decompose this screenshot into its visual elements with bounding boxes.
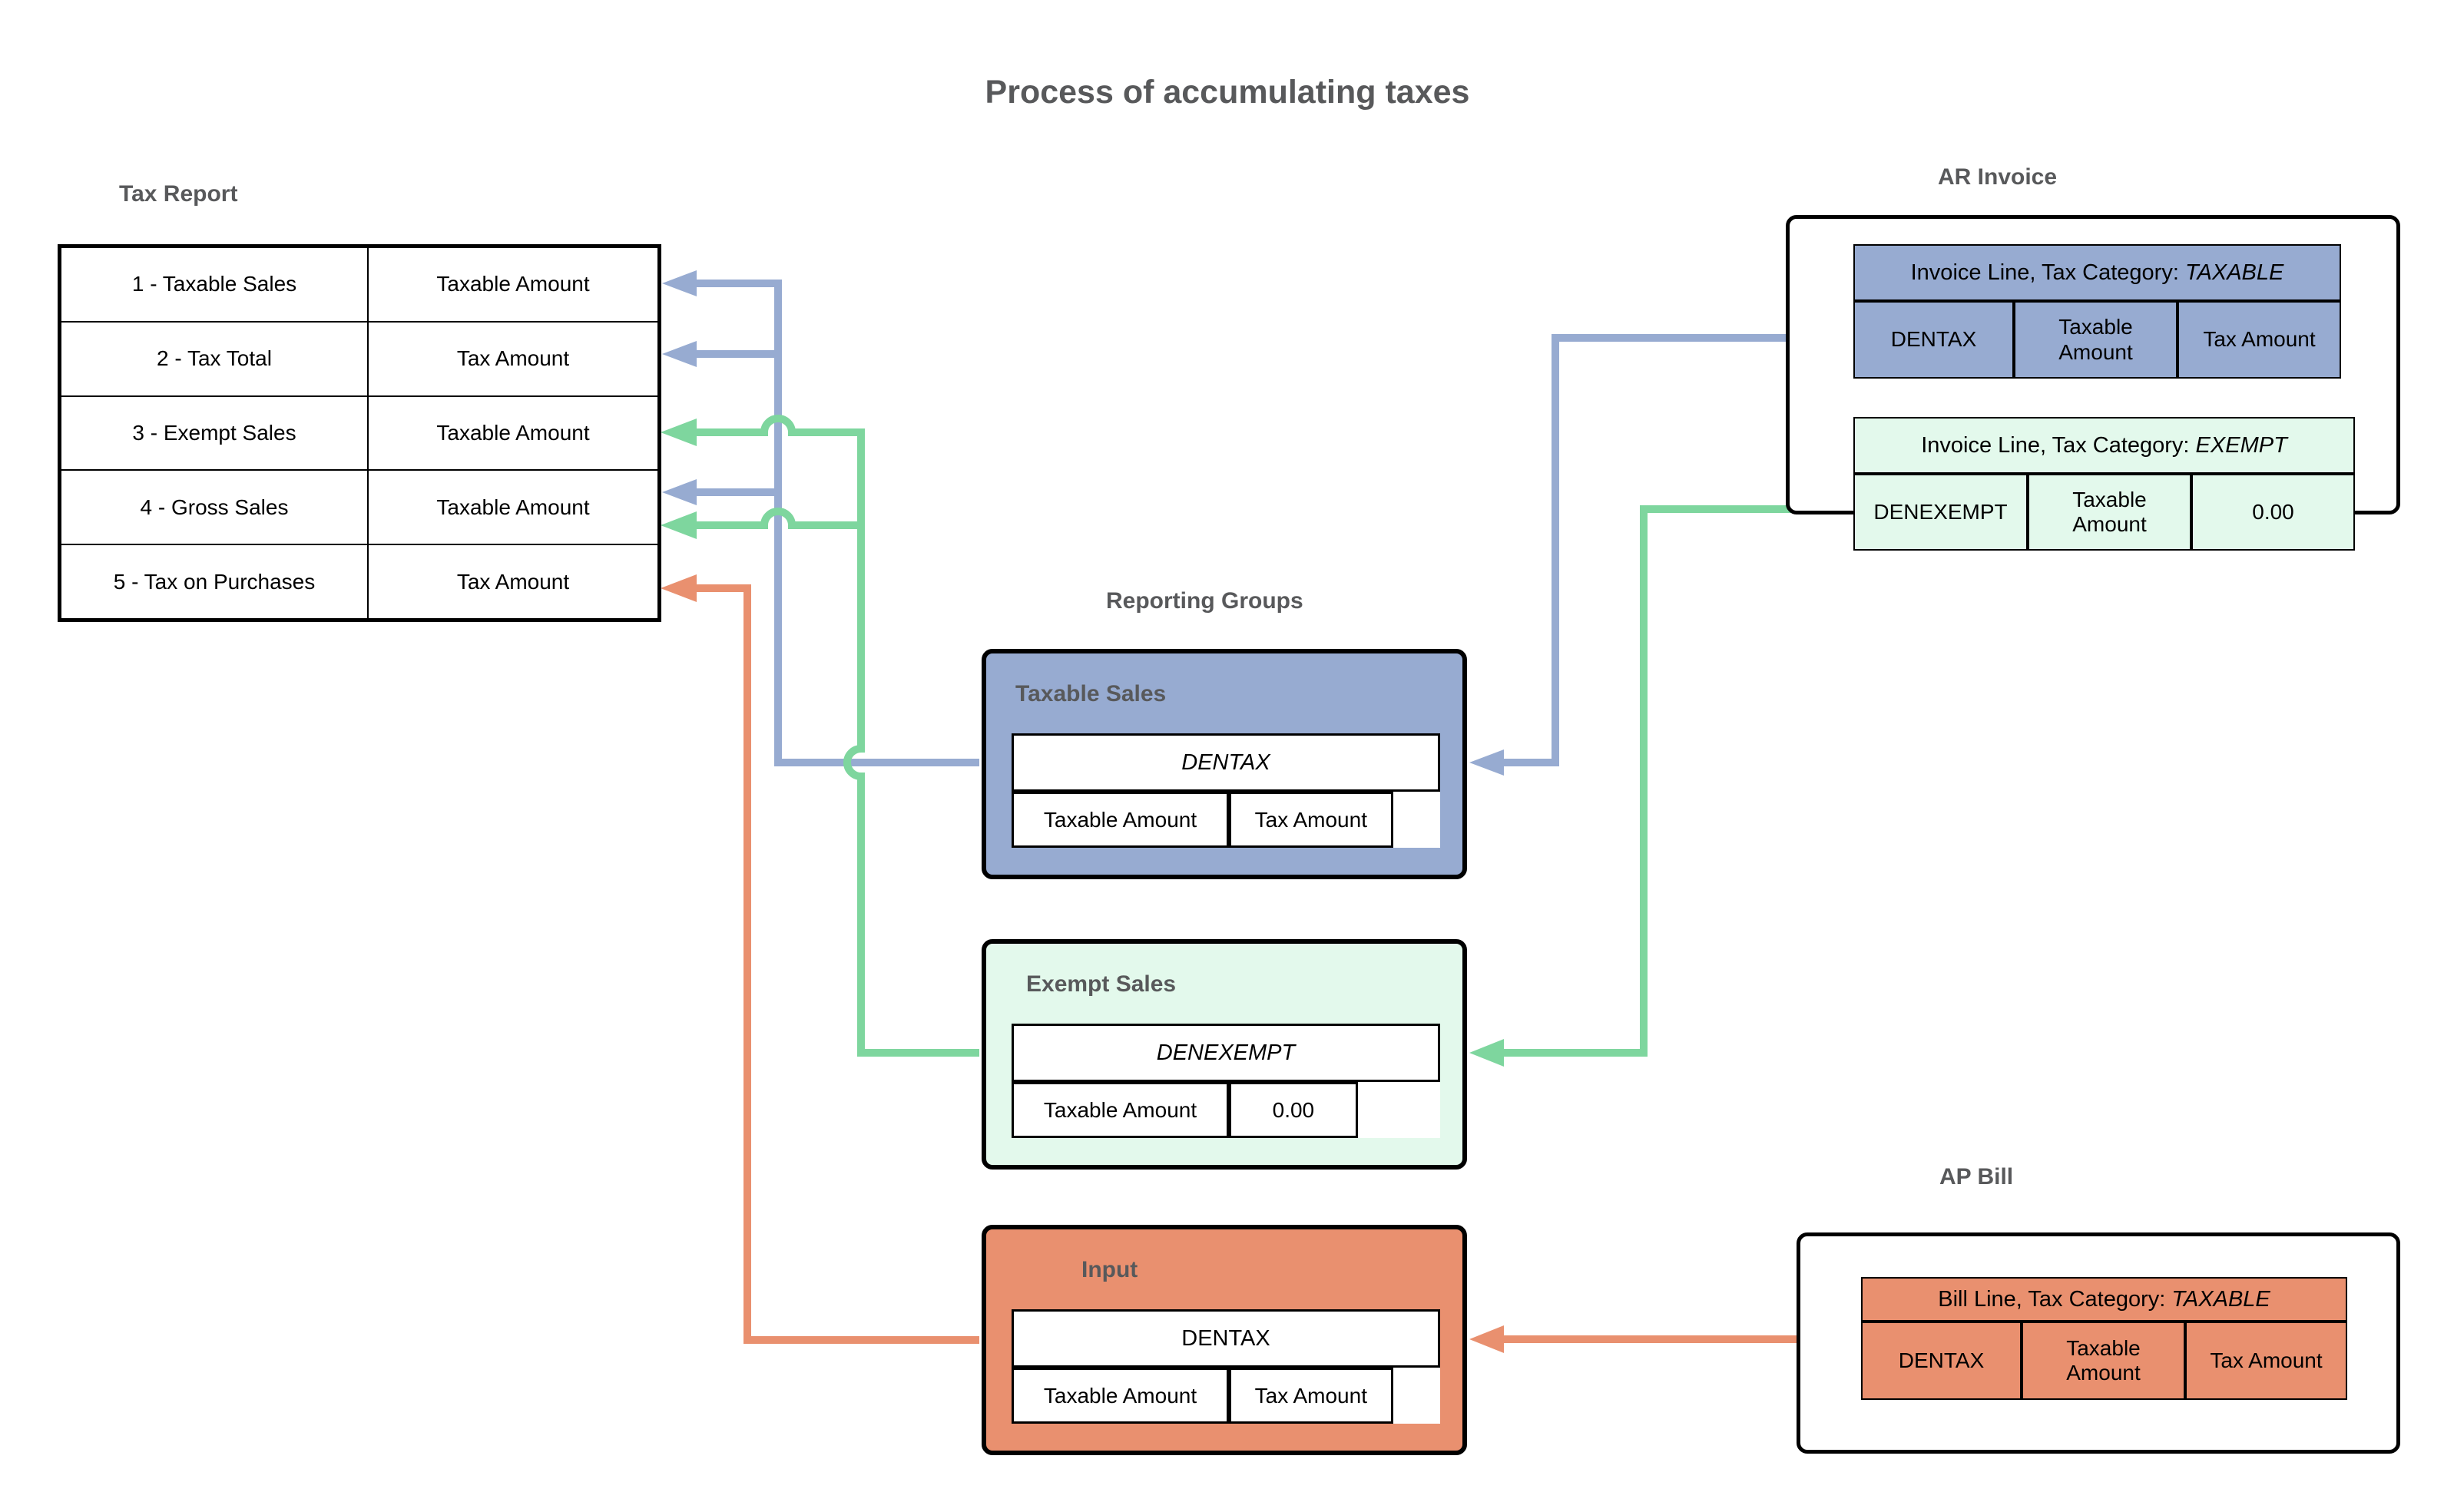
invoice-line-header-prefix: Invoice Line, Tax Category: [1910, 260, 2185, 285]
tax-category-value: TAXABLE [2184, 260, 2284, 285]
table-row: 1 - Taxable Sales Taxable Amount [61, 247, 658, 322]
tax-code-cell: DENTAX [1012, 1309, 1440, 1368]
blue-arrowhead-row1 [662, 270, 697, 296]
bill-line-header-prefix: Bill Line, Tax Category: [1938, 1286, 2172, 1312]
tax-report-table: 1 - Taxable Sales Taxable Amount 2 - Tax… [58, 244, 661, 622]
taxable-amount-cell: Taxable Amount [2022, 1322, 2185, 1400]
ap-bill-label: AP Bill [1939, 1164, 2014, 1189]
table-row: Taxable Amount Tax Amount [1012, 792, 1393, 848]
table-row: 5 - Tax on Purchases Tax Amount [61, 544, 658, 619]
blue-connector-group-to-report [695, 280, 979, 766]
tax-amount-cell: Tax Amount [1229, 792, 1393, 848]
report-row-value: Taxable Amount [368, 470, 658, 545]
invoice-line-header-prefix: Invoice Line, Tax Category: [1921, 432, 2196, 458]
blue-arrowhead-into-taxable-group [1469, 749, 1504, 776]
report-row-value: Tax Amount [368, 321, 658, 396]
report-row-name: 5 - Tax on Purchases [61, 544, 368, 619]
table-row: 2 - Tax Total Tax Amount [61, 321, 658, 396]
input-group-label: Input [1081, 1257, 1138, 1282]
taxable-sales-group-table: DENTAX Taxable Amount Tax Amount [1012, 733, 1440, 848]
green-connector-arinvoice-to-group [1504, 505, 1853, 1057]
taxable-sales-group-box: Taxable Sales DENTAX Taxable Amount Tax … [982, 649, 1467, 879]
report-row-name: 4 - Gross Sales [61, 470, 368, 545]
taxable-amount-cell: Taxable Amount [1012, 1368, 1229, 1424]
input-group-table: DENTAX Taxable Amount Tax Amount [1012, 1309, 1440, 1424]
report-row-name: 3 - Exempt Sales [61, 395, 368, 471]
report-row-name: 1 - Taxable Sales [61, 247, 368, 322]
tax-amount-cell: Tax Amount [2185, 1322, 2347, 1400]
ar-invoice-label: AR Invoice [1938, 164, 2058, 190]
report-row-value: Tax Amount [368, 544, 658, 619]
table-row: Taxable Amount Tax Amount [1012, 1368, 1393, 1424]
orange-arrowhead-into-input-group [1469, 1325, 1504, 1353]
taxable-amount-cell: Taxable Amount [2014, 301, 2177, 379]
bill-line-header: Bill Line, Tax Category: TAXABLE [1861, 1277, 2347, 1322]
tax-amount-cell: 0.00 [2191, 474, 2355, 551]
table-row: Taxable Amount 0.00 [1012, 1082, 1358, 1138]
green-connector-group-to-report [695, 415, 979, 1057]
tax-category-value: TAXABLE [2171, 1286, 2270, 1312]
table-row: 4 - Gross Sales Taxable Amount [61, 470, 658, 545]
report-row-name: 2 - Tax Total [61, 321, 368, 396]
tax-code-cell: DENEXEMPT [1012, 1024, 1440, 1082]
green-arrowhead-row4 [661, 511, 697, 539]
orange-connector-group-to-report [695, 584, 979, 1344]
exempt-sales-group-box: Exempt Sales DENEXEMPT Taxable Amount 0.… [982, 939, 1467, 1170]
taxable-amount-cell: Taxable Amount [2028, 474, 2191, 551]
tax-category-value: EXEMPT [2195, 432, 2287, 458]
tax-amount-cell: Tax Amount [1229, 1368, 1393, 1424]
table-row: 3 - Exempt Sales Taxable Amount [61, 395, 658, 471]
taxable-amount-cell: Taxable Amount [1012, 1082, 1229, 1138]
tax-code-cell: DENTAX [1012, 733, 1440, 792]
report-row-value: Taxable Amount [368, 395, 658, 471]
invoice-line-header: Invoice Line, Tax Category: TAXABLE [1853, 244, 2341, 301]
green-arrowhead-into-exempt-group [1469, 1039, 1504, 1067]
report-row-value: Taxable Amount [368, 247, 658, 322]
tax-report-label: Tax Report [119, 181, 238, 207]
exempt-sales-group-table: DENEXEMPT Taxable Amount 0.00 [1012, 1024, 1440, 1138]
exempt-sales-group-label: Exempt Sales [1026, 971, 1177, 997]
blue-arrowhead-row2 [662, 341, 697, 367]
taxable-sales-group-label: Taxable Sales [1015, 681, 1167, 706]
green-connector-branch-row4 [695, 508, 861, 529]
diagram-title: Process of accumulating taxes [985, 74, 1470, 111]
input-group-box: Input DENTAX Taxable Amount Tax Amount [982, 1225, 1467, 1455]
orange-arrowhead-row5 [661, 574, 697, 602]
taxable-amount-cell: Taxable Amount [1012, 792, 1229, 848]
tax-code-cell: DENEXEMPT [1853, 474, 2028, 551]
tax-amount-cell: 0.00 [1229, 1082, 1358, 1138]
blue-arrowhead-row4 [662, 479, 697, 505]
invoice-line-header: Invoice Line, Tax Category: EXEMPT [1853, 417, 2355, 474]
ap-bill-taxable-line-table: Bill Line, Tax Category: TAXABLE DENTAX … [1861, 1277, 2347, 1400]
tax-code-cell: DENTAX [1853, 301, 2014, 379]
ar-invoice-taxable-line-table: Invoice Line, Tax Category: TAXABLE DENT… [1853, 244, 2341, 379]
tax-code-cell: DENTAX [1861, 1322, 2022, 1400]
green-arrowhead-row3 [661, 419, 697, 446]
tax-amount-cell: Tax Amount [2177, 301, 2341, 379]
reporting-groups-label: Reporting Groups [1106, 588, 1303, 614]
ar-invoice-exempt-line-table: Invoice Line, Tax Category: EXEMPT DENEX… [1853, 417, 2355, 551]
